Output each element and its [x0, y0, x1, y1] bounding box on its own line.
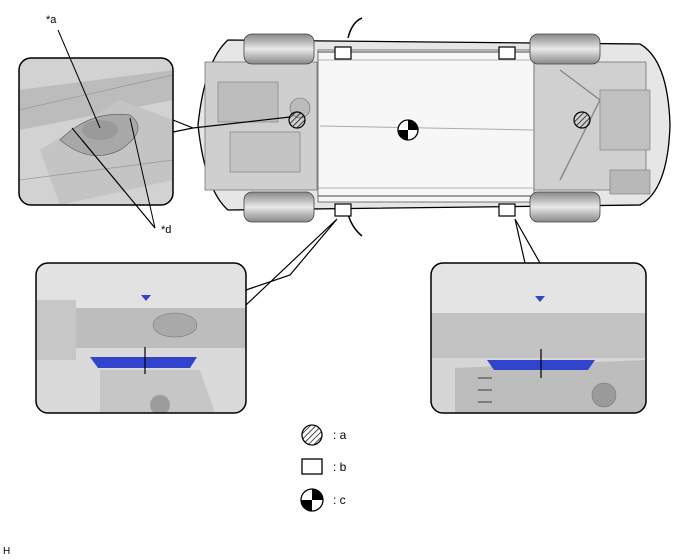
- jack-point-square-icon: [498, 46, 516, 60]
- vehicle-underbody: [197, 17, 671, 237]
- legend-center-of-gravity-icon: [300, 488, 324, 512]
- detail-view-front-jack-point: [18, 57, 174, 206]
- detail-view-front-side-jack-pad: [35, 262, 247, 414]
- detail-view-rear-side-jack-pad: [430, 262, 647, 414]
- center-of-gravity-icon: [397, 119, 419, 141]
- callout-a-label: *a: [46, 14, 57, 26]
- legend-a-text: : a: [333, 428, 347, 442]
- legend-hatched-circle-icon: [301, 424, 323, 446]
- illustration-code: H: [3, 546, 11, 557]
- jack-point-square-icon: [498, 203, 516, 217]
- callout-d-label: *d: [161, 224, 172, 236]
- legend-square-icon: [301, 458, 323, 475]
- hatched-circle-icon: [573, 111, 591, 129]
- hatched-circle-icon: [288, 111, 306, 129]
- legend-c-text: : c: [333, 493, 346, 507]
- jack-point-square-icon: [334, 203, 352, 217]
- legend-b-text: : b: [333, 460, 347, 474]
- jack-point-square-icon: [334, 46, 352, 60]
